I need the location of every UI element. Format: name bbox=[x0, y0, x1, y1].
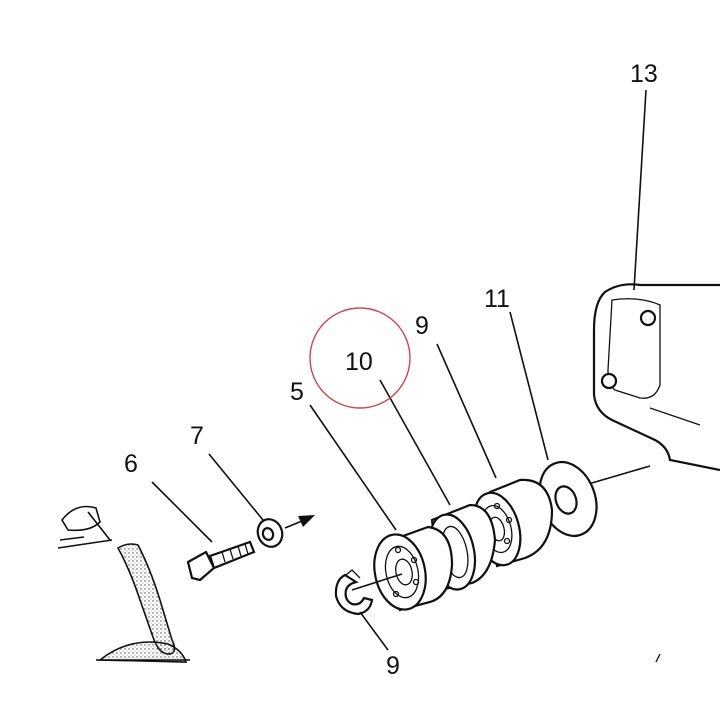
leader-lines bbox=[151, 89, 647, 651]
callout-13: 13 bbox=[630, 60, 658, 88]
callout-8: 9 bbox=[386, 652, 400, 680]
motor-cable-assembly bbox=[57, 505, 190, 663]
bolt-part-6 bbox=[186, 540, 256, 582]
callout-10: 10 bbox=[345, 348, 373, 376]
circlip-part-8 bbox=[334, 569, 374, 616]
housing-part-13 bbox=[592, 283, 720, 663]
callout-5: 5 bbox=[290, 378, 304, 406]
shaft-line bbox=[584, 465, 651, 486]
axis-line bbox=[351, 573, 403, 591]
callout-7: 7 bbox=[190, 422, 204, 450]
highlight-circle bbox=[309, 307, 411, 409]
callout-6: 6 bbox=[124, 450, 138, 478]
washer-part-7 bbox=[256, 518, 284, 548]
callout-9: 9 bbox=[415, 312, 429, 340]
bearing-part-5 bbox=[373, 525, 454, 612]
direction-arrow bbox=[284, 515, 315, 529]
callout-11: 11 bbox=[484, 285, 510, 313]
washer-part-11 bbox=[538, 461, 598, 537]
